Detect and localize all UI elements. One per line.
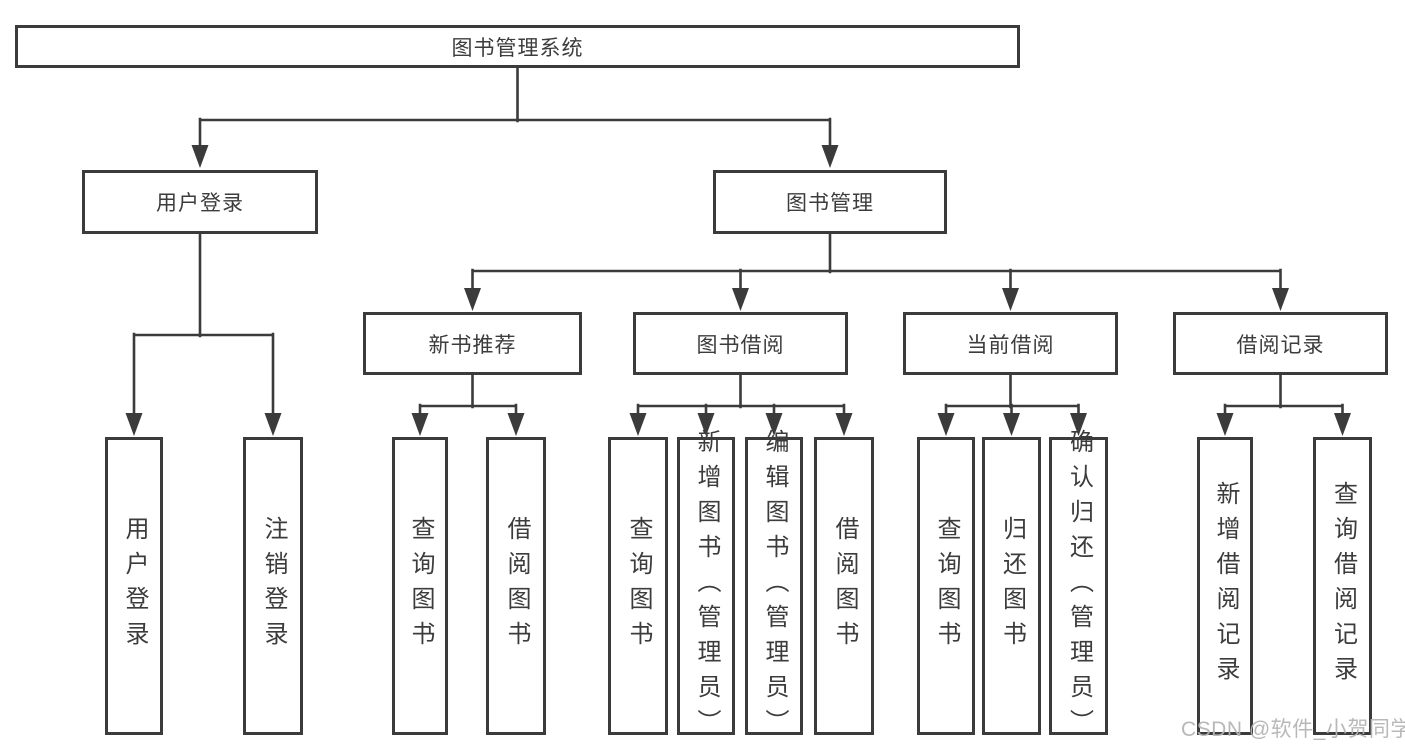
node-label: 当前借阅: [966, 333, 1055, 357]
arrowhead: [1272, 288, 1289, 311]
leaf-confirm-return-admin: 确认归还（管理员）: [1049, 429, 1108, 744]
node-label: 注销登录: [260, 516, 287, 656]
leaf-borrow-books-borrowing: 借阅图书: [814, 437, 874, 735]
arrowhead: [507, 413, 525, 436]
connector-currentborrow-to-leaves: [937, 373, 1087, 436]
node-book-borrowing: 图书借阅: [633, 312, 848, 375]
node-label: 新增借阅记录: [1212, 481, 1239, 691]
node-label: 查询图书: [407, 516, 434, 656]
leaf-return-books: 归还图书: [982, 437, 1041, 735]
leaf-add-books-admin: 新增图书（管理员）: [677, 429, 735, 744]
connector-borrowrecords-to-leaves: [1216, 373, 1351, 436]
arrowhead: [1334, 413, 1351, 436]
node-label: 查询图书: [625, 516, 652, 656]
node-label: 确认归还（管理员）: [1065, 428, 1093, 744]
node-book-management-branch: 图书管理: [713, 170, 947, 234]
node-label: 借阅记录: [1236, 333, 1325, 357]
arrowhead: [937, 413, 955, 436]
node-label: 归还图书: [998, 516, 1026, 656]
arrowhead: [125, 413, 143, 436]
csdn-watermark: CSDN @软件_小贺同学: [1181, 718, 1405, 741]
leaf-query-books-borrowing: 查询图书: [608, 437, 668, 735]
leaf-borrow-books-newrec: 借阅图书: [486, 437, 546, 735]
arrowhead: [697, 413, 715, 436]
arrowhead: [835, 413, 853, 436]
node-label: 图书管理系统: [451, 36, 584, 60]
arrowhead: [464, 288, 481, 311]
arrowhead: [1216, 413, 1234, 436]
connector-root-to-level2: [191, 65, 839, 168]
node-new-book-recommend: 新书推荐: [363, 312, 582, 375]
arrowhead: [629, 413, 647, 436]
connector-bookborrow-to-leaves: [629, 373, 853, 436]
node-label: 借阅图书: [831, 516, 858, 656]
arrowhead: [765, 413, 783, 436]
node-current-borrowing: 当前借阅: [903, 312, 1118, 375]
arrowhead: [191, 145, 209, 168]
connector-newbookrec-to-leaves: [411, 373, 525, 436]
node-root-library-system: 图书管理系统: [15, 25, 1020, 68]
arrowhead: [1070, 413, 1087, 436]
node-label: 图书借阅: [696, 333, 785, 357]
arrowhead: [1003, 413, 1020, 436]
arrowhead: [264, 413, 282, 436]
leaf-logout-login: 注销登录: [243, 437, 303, 735]
connector-bookmgmt-to-level3: [464, 231, 1289, 311]
node-borrowing-records: 借阅记录: [1173, 312, 1388, 375]
node-label: 查询图书: [933, 516, 960, 656]
node-user-login-branch: 用户登录: [82, 170, 318, 234]
arrowhead: [732, 288, 749, 311]
node-label: 新增图书（管理员）: [693, 428, 720, 744]
arrowhead: [1002, 288, 1019, 311]
node-label: 用户登录: [156, 192, 244, 215]
node-label: 图书管理: [786, 192, 874, 215]
node-label: 查询借阅记录: [1329, 481, 1357, 691]
arrowhead: [411, 413, 429, 436]
node-label: 编辑图书（管理员）: [761, 428, 788, 744]
node-label: 借阅图书: [503, 516, 530, 656]
leaf-add-borrow-record: 新增借阅记录: [1197, 437, 1253, 735]
leaf-query-books-newrec: 查询图书: [392, 437, 448, 735]
connector-userlogin-to-leaves: [125, 231, 282, 436]
leaf-edit-books-admin: 编辑图书（管理员）: [745, 429, 803, 744]
node-label: 新书推荐: [428, 333, 517, 357]
leaf-query-books-current: 查询图书: [917, 437, 975, 735]
arrowhead: [821, 145, 839, 168]
node-label: 用户登录: [121, 516, 148, 656]
leaf-query-borrow-record: 查询借阅记录: [1313, 437, 1372, 735]
leaf-user-login: 用户登录: [105, 437, 163, 735]
